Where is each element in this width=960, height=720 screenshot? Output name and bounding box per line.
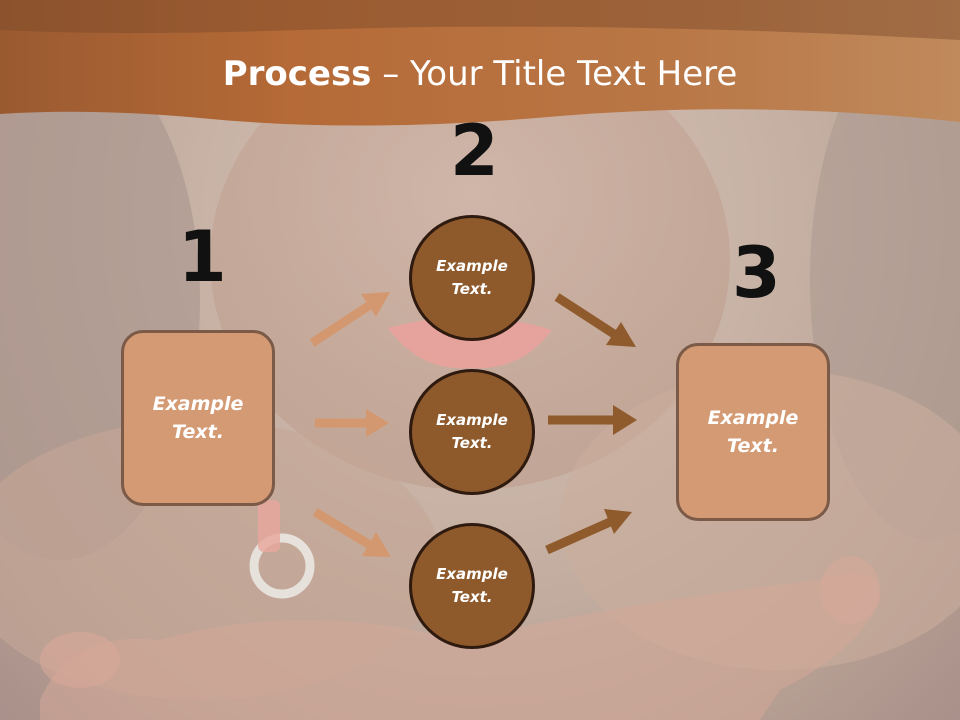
step-box-1-label: Example Text. (152, 392, 244, 444)
slide-title: Process – Your Title Text Here (0, 54, 960, 94)
arrow-1-to-circle-top (309, 292, 390, 347)
step-box-1: Example Text. (121, 330, 275, 506)
circle-bottom-label: Example Text. (436, 564, 508, 606)
title-rest: – Your Title Text Here (371, 54, 738, 94)
circle-bottom: Example Text. (409, 523, 535, 649)
arrow-1-to-circle-bottom (312, 508, 391, 557)
step-number-3: 3 (732, 232, 781, 314)
step-box-3-label: Example Text. (707, 406, 799, 458)
title-bold: Process (222, 54, 372, 94)
arrow-circle-middle-to-3 (548, 405, 637, 435)
step-box-3: Example Text. (676, 343, 830, 521)
arrow-circle-bottom-to-3 (545, 509, 632, 555)
step-number-2: 2 (450, 110, 499, 192)
circle-top: Example Text. (409, 215, 535, 341)
arrow-circle-top-to-3 (554, 293, 636, 347)
circle-middle-label: Example Text. (436, 410, 508, 452)
arrow-1-to-circle-middle (315, 409, 389, 437)
circle-middle: Example Text. (409, 369, 535, 495)
step-number-1: 1 (178, 216, 227, 298)
circle-top-label: Example Text. (436, 256, 508, 298)
